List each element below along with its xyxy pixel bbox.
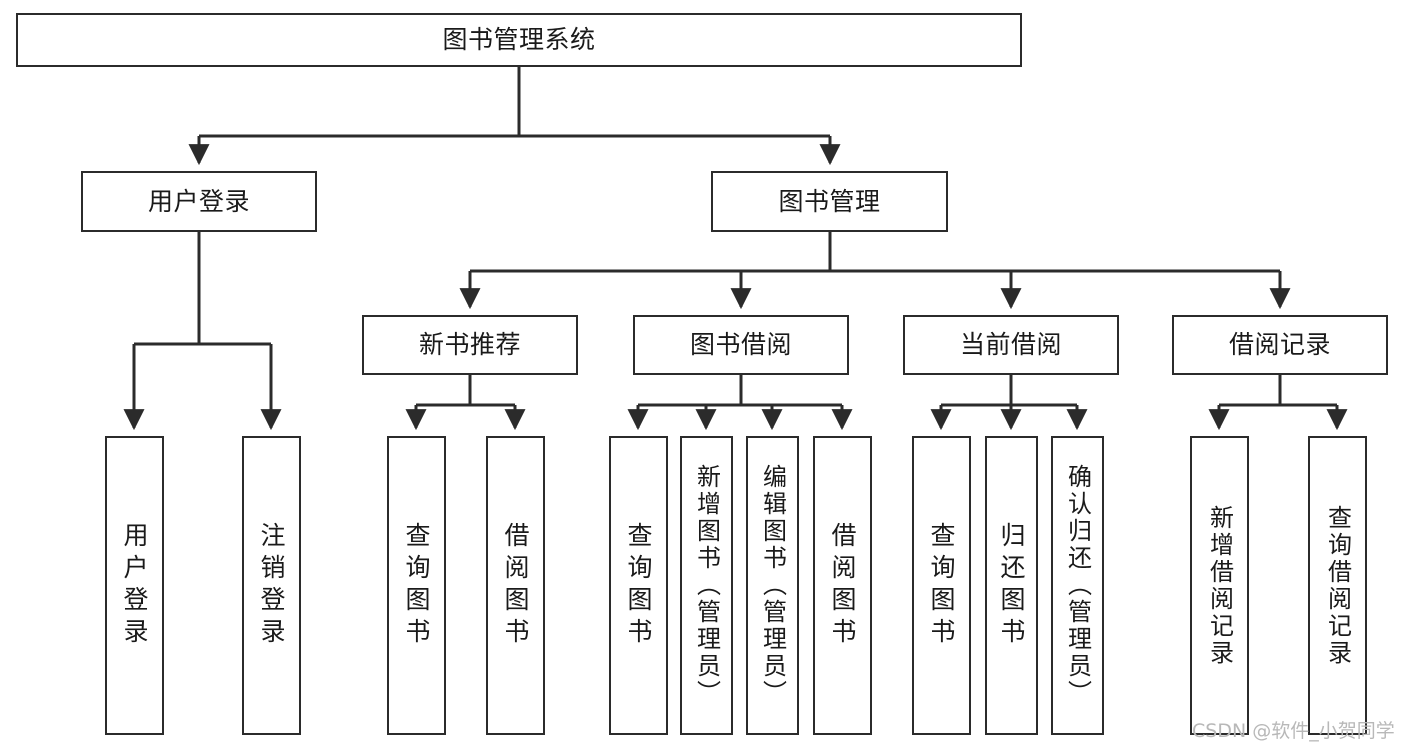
- node-current-borrow-label: 当前借阅: [959, 330, 1062, 359]
- node-leaf-confirm-return-admin[interactable]: 确认归还（管理员）: [1051, 436, 1104, 735]
- node-book-borrow[interactable]: 图书借阅: [633, 315, 849, 375]
- node-book-borrow-label: 图书借阅: [689, 330, 792, 359]
- node-leaf-query-book-cur[interactable]: 查询图书: [912, 436, 971, 735]
- node-root[interactable]: 图书管理系统: [16, 13, 1022, 67]
- node-leaf-confirm-return-admin-label: 确认归还（管理员）: [1063, 464, 1092, 707]
- node-borrow-record-label: 借阅记录: [1228, 330, 1331, 359]
- node-leaf-query-book-rec[interactable]: 查询图书: [387, 436, 446, 735]
- node-leaf-edit-book-admin-label: 编辑图书（管理员）: [758, 464, 787, 707]
- node-book-manage-label: 图书管理: [778, 186, 881, 216]
- node-new-book-recommend[interactable]: 新书推荐: [362, 315, 578, 375]
- node-root-label: 图书管理系统: [442, 25, 596, 54]
- node-leaf-borrow-book-rec-label: 借阅图书: [501, 521, 530, 650]
- node-leaf-query-book-brw-label: 查询图书: [624, 521, 653, 650]
- node-leaf-query-book-brw[interactable]: 查询图书: [609, 436, 668, 735]
- node-borrow-record[interactable]: 借阅记录: [1172, 315, 1388, 375]
- node-leaf-user-logout-label: 注销登录: [257, 521, 286, 650]
- node-leaf-add-book-admin-label: 新增图书（管理员）: [692, 464, 721, 707]
- node-leaf-borrow-book-brw[interactable]: 借阅图书: [813, 436, 872, 735]
- node-leaf-add-borrow-record-label: 新增借阅记录: [1205, 504, 1234, 667]
- node-leaf-add-borrow-record[interactable]: 新增借阅记录: [1190, 436, 1249, 735]
- node-new-book-recommend-label: 新书推荐: [418, 330, 521, 359]
- node-leaf-user-login[interactable]: 用户登录: [105, 436, 164, 735]
- node-leaf-query-book-cur-label: 查询图书: [927, 521, 956, 650]
- watermark-text: CSDN @软件_小贺同学: [1192, 720, 1395, 742]
- node-leaf-user-logout[interactable]: 注销登录: [242, 436, 301, 735]
- node-leaf-return-book-label: 归还图书: [997, 521, 1026, 650]
- node-leaf-query-book-rec-label: 查询图书: [402, 521, 431, 650]
- node-leaf-add-book-admin[interactable]: 新增图书（管理员）: [680, 436, 733, 735]
- node-leaf-return-book[interactable]: 归还图书: [985, 436, 1038, 735]
- node-user-login[interactable]: 用户登录: [81, 171, 317, 232]
- node-book-manage[interactable]: 图书管理: [711, 171, 948, 232]
- node-leaf-edit-book-admin[interactable]: 编辑图书（管理员）: [746, 436, 799, 735]
- node-leaf-user-login-label: 用户登录: [120, 521, 149, 650]
- node-leaf-query-borrow-record[interactable]: 查询借阅记录: [1308, 436, 1367, 735]
- node-leaf-borrow-book-rec[interactable]: 借阅图书: [486, 436, 545, 735]
- node-leaf-borrow-book-brw-label: 借阅图书: [828, 521, 857, 650]
- node-leaf-query-borrow-record-label: 查询借阅记录: [1323, 504, 1352, 667]
- node-current-borrow[interactable]: 当前借阅: [903, 315, 1119, 375]
- node-user-login-label: 用户登录: [147, 186, 250, 216]
